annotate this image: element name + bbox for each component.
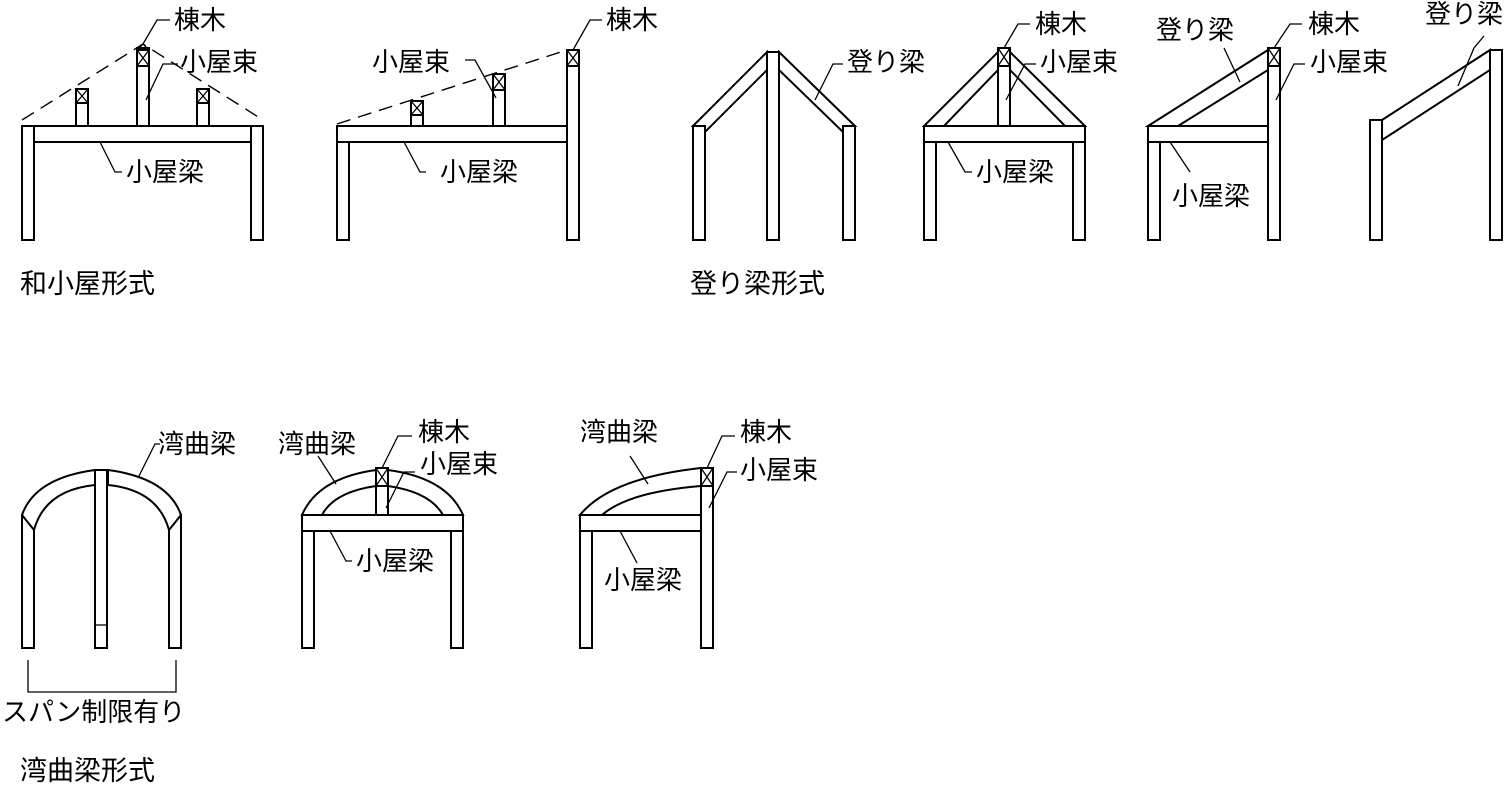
left-post <box>1147 125 1161 241</box>
rafter-beam-label: 登り梁 <box>1156 16 1234 46</box>
rafter-beam-right <box>778 49 858 135</box>
ridge-label: 棟木 <box>1035 10 1087 40</box>
beam-label: 小屋梁 <box>976 158 1054 188</box>
rafter-beam-label: 登り梁 <box>1425 0 1503 30</box>
left-post <box>923 125 937 241</box>
ridge-label: 棟木 <box>418 418 470 448</box>
koya-beam <box>301 514 464 532</box>
caption-nobori: 登り梁形式 <box>690 269 825 300</box>
figure-wagoya-shed <box>336 19 602 241</box>
figure-curved-b <box>300 435 465 649</box>
right-post <box>1489 49 1503 241</box>
left-post <box>1369 119 1383 241</box>
curved-beam-left <box>20 468 96 533</box>
rafter-beam-left <box>921 49 999 127</box>
curved-beam-label: 湾曲梁 <box>158 430 236 460</box>
beam-label: 小屋梁 <box>604 566 682 596</box>
strut-label: 小屋束 <box>740 456 818 486</box>
curved-beam-right <box>107 468 183 533</box>
ridge-label: 棟木 <box>740 418 792 448</box>
right-post <box>450 514 464 649</box>
caption-curved: 湾曲梁形式 <box>20 756 155 787</box>
beam-label: 小屋梁 <box>126 158 204 188</box>
rafter-beam-label: 登り梁 <box>847 48 925 78</box>
left-post <box>336 125 350 241</box>
strut-label: 小屋束 <box>420 450 498 480</box>
span-bracket <box>27 660 177 693</box>
right-post <box>842 125 856 241</box>
strut-label: 小屋束 <box>180 48 258 78</box>
center-post <box>766 51 780 241</box>
figure-nobori-b <box>921 23 1088 241</box>
right-post <box>1072 125 1086 241</box>
ridge-label: 棟木 <box>606 6 658 36</box>
right-post <box>168 514 182 649</box>
left-post <box>579 514 593 649</box>
rafter-beam <box>1144 48 1269 127</box>
span-limit-label: スパン制限有り <box>2 698 185 728</box>
strut-label: 小屋束 <box>1040 48 1118 78</box>
beam-label: 小屋梁 <box>1172 182 1250 212</box>
rafter-beam <box>1381 48 1491 142</box>
figure-nobori-d <box>1369 35 1503 241</box>
figure-nobori-c <box>1144 23 1305 241</box>
curved-beam-left <box>300 468 377 516</box>
figure-curved-a <box>20 443 183 693</box>
roof-line <box>336 49 568 125</box>
curved-beam-label: 湾曲梁 <box>580 418 658 448</box>
rafter-beam-left <box>690 49 768 135</box>
strut-label: 小屋束 <box>372 48 450 78</box>
koya-strut-center <box>136 47 150 127</box>
figure-curved-c <box>577 435 737 649</box>
beam-label: 小屋梁 <box>440 158 518 188</box>
curved-beam-label: 湾曲梁 <box>278 430 356 460</box>
figure-nobori-a <box>690 49 858 241</box>
koya-beam <box>21 125 264 143</box>
left-post <box>301 514 315 649</box>
koya-beam <box>923 125 1086 143</box>
ridge-label: 棟木 <box>1308 10 1360 40</box>
ridge-label: 棟木 <box>174 6 226 36</box>
left-post <box>692 125 706 241</box>
koya-beam <box>336 125 580 143</box>
caption-wagoya: 和小屋形式 <box>20 269 155 300</box>
center-post <box>94 469 108 649</box>
left-post <box>21 514 35 649</box>
figure-wagoya-gable <box>21 19 264 241</box>
beam-label: 小屋梁 <box>356 547 434 577</box>
strut-label: 小屋束 <box>1310 48 1388 78</box>
curved-beam <box>577 466 702 516</box>
koya-beam <box>579 514 714 532</box>
koya-beam <box>1147 125 1281 143</box>
